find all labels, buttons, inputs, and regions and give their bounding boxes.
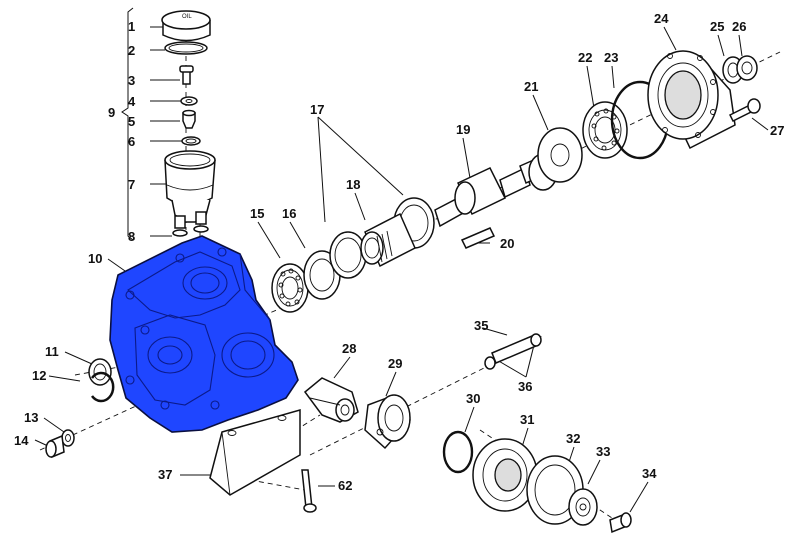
bushing-18 <box>360 212 416 268</box>
callout-8: 8 <box>128 229 135 244</box>
callout-22: 22 <box>578 50 592 65</box>
bracket-37 <box>209 409 301 496</box>
cylinder-head-31 <box>472 438 538 512</box>
callout-13: 13 <box>24 410 38 425</box>
cap-text: OIL <box>182 14 192 20</box>
callout-32: 32 <box>566 431 580 446</box>
bearing-15 <box>271 263 309 313</box>
bearing-22 <box>582 101 628 159</box>
washer-21 <box>537 127 583 183</box>
callout-29: 29 <box>388 356 402 371</box>
callout-9: 9 <box>108 105 115 120</box>
callout-3: 3 <box>128 73 135 88</box>
reservoir-7 <box>164 150 216 229</box>
seal-ring-2 <box>164 41 208 55</box>
o-ring-30 <box>442 430 474 474</box>
callout-18: 18 <box>346 177 360 192</box>
piston-29 <box>364 394 411 450</box>
callout-27: 27 <box>770 123 784 138</box>
callout-21: 21 <box>524 79 538 94</box>
callout-30: 30 <box>466 391 480 406</box>
cover-24 <box>647 50 736 150</box>
callout-26: 26 <box>732 19 746 34</box>
callout-5: 5 <box>128 114 135 129</box>
bolt-62 <box>301 469 317 513</box>
callout-35: 35 <box>474 318 488 333</box>
callout-34: 34 <box>642 466 657 481</box>
pump-body-10 <box>109 235 299 433</box>
pin-35 <box>491 335 537 364</box>
callout-24: 24 <box>654 11 669 26</box>
crankshaft-19 <box>434 142 576 228</box>
key-20 <box>460 227 496 249</box>
washer-4 <box>180 96 198 106</box>
callout-16: 16 <box>282 206 296 221</box>
circlips-36 <box>484 333 542 370</box>
callout-12: 12 <box>32 368 46 383</box>
seal-26 <box>736 55 758 81</box>
plug-14 <box>45 434 65 459</box>
callout-14: 14 <box>14 433 29 448</box>
callout-28: 28 <box>342 341 356 356</box>
callout-7: 7 <box>128 177 135 192</box>
callout-2: 2 <box>128 43 135 58</box>
callout-25: 25 <box>710 19 724 34</box>
washer-13 <box>61 429 75 447</box>
callout-10: 10 <box>88 251 102 266</box>
oil-cap-1: OIL <box>161 10 211 42</box>
screw-3 <box>179 65 194 85</box>
callout-37: 37 <box>158 467 172 482</box>
callout-15: 15 <box>250 206 264 221</box>
plate-33 <box>568 488 598 526</box>
connecting-rod-28 <box>303 377 359 423</box>
callout-11: 11 <box>45 344 59 359</box>
callout-19: 19 <box>456 122 470 137</box>
callout-17: 17 <box>310 102 324 117</box>
callout-6: 6 <box>128 134 135 149</box>
callout-31: 31 <box>520 412 534 427</box>
callout-1: 1 <box>128 19 135 34</box>
bolt-27 <box>728 98 761 123</box>
o-rings-8 <box>172 225 209 237</box>
o-ring-6 <box>181 136 201 146</box>
callout-62: 62 <box>338 478 352 493</box>
callout-20: 20 <box>500 236 514 251</box>
callout-4: 4 <box>128 94 136 109</box>
callout-33: 33 <box>596 444 610 459</box>
callout-23: 23 <box>604 50 618 65</box>
callout-labels: 1 2 3 4 5 6 7 8 9 10 11 12 13 14 15 16 1… <box>14 11 784 493</box>
callout-36: 36 <box>518 379 532 394</box>
nipple-5 <box>182 109 196 129</box>
circlip-12 <box>90 371 115 403</box>
screw-34 <box>609 512 632 534</box>
